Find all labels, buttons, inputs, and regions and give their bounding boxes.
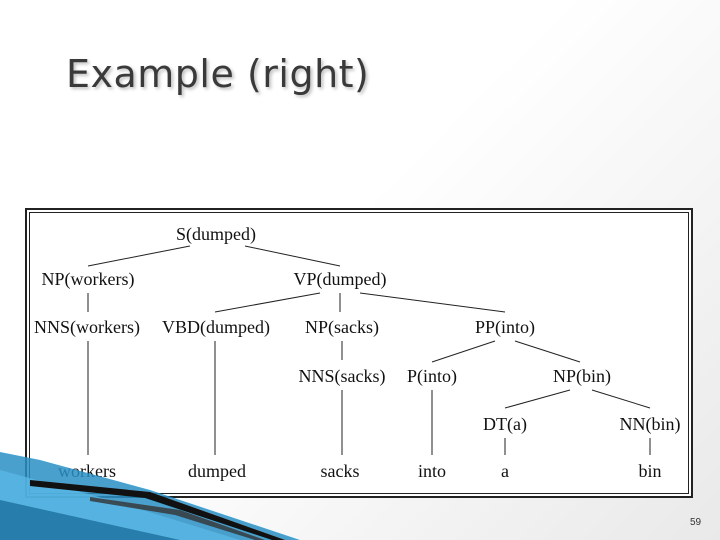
page-number: 59 <box>690 517 702 528</box>
leaf-into: into <box>418 461 446 481</box>
tree-nodes: S(dumped) NP(workers) VP(dumped) NNS(wor… <box>34 224 680 435</box>
node-dt-a: DT(a) <box>483 414 527 435</box>
edge-s-np <box>87 245 191 267</box>
slide-title: Example (right) <box>66 52 370 96</box>
leaf-bin: bin <box>638 461 661 481</box>
edge-npbin-dt <box>504 389 571 409</box>
node-np-bin: NP(bin) <box>553 366 611 387</box>
node-np-workers: NP(workers) <box>42 269 135 290</box>
edge-vp-vbd <box>214 292 321 313</box>
edge-vp-pp <box>359 292 506 313</box>
edge-pp-npbin <box>514 340 581 363</box>
leaf-sacks: sacks <box>321 461 360 481</box>
node-vbd-dumped: VBD(dumped) <box>162 317 270 338</box>
leaf-a: a <box>501 461 509 481</box>
tree-edges <box>87 245 651 455</box>
leaf-dumped: dumped <box>188 461 246 481</box>
node-nn-bin: NN(bin) <box>620 414 681 435</box>
node-vp-dumped: VP(dumped) <box>294 269 387 290</box>
node-pp-into: PP(into) <box>475 317 535 338</box>
edge-s-vp <box>244 245 341 267</box>
corner-decoration <box>0 452 300 540</box>
node-s: S(dumped) <box>176 224 256 245</box>
tree-leaves: workers dumped sacks into a bin <box>58 461 662 481</box>
node-nns-workers: NNS(workers) <box>34 317 140 338</box>
edge-pp-p <box>431 340 496 363</box>
node-np-sacks: NP(sacks) <box>305 317 379 338</box>
node-nns-sacks: NNS(sacks) <box>299 366 386 387</box>
edge-npbin-nn <box>591 389 651 409</box>
node-p-into: P(into) <box>407 366 457 387</box>
